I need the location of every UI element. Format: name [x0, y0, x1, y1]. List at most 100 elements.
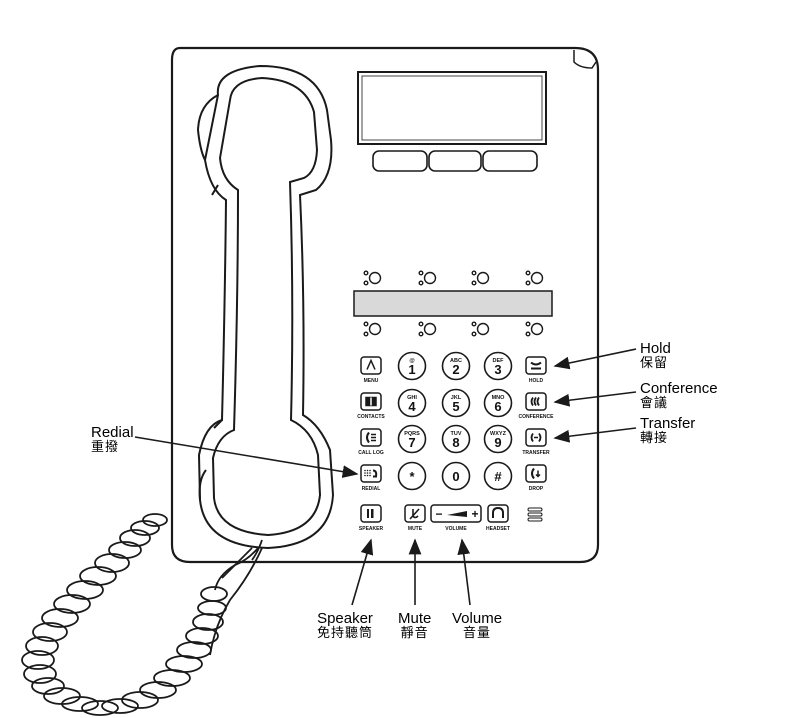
keypad-digit-0: 0 — [452, 469, 459, 484]
contacts-icon — [365, 396, 377, 407]
volume-plus: + — [471, 507, 478, 521]
callout-hold-zh: 保留 — [640, 355, 669, 371]
speaker-icon — [367, 509, 374, 518]
line-label-strip — [353, 290, 553, 317]
keypad-digit-4: 4 — [408, 399, 416, 414]
keypad-digit-1: 1 — [408, 362, 415, 377]
keypad-digit-8: 8 — [452, 435, 459, 450]
volume-minus: − — [435, 507, 442, 521]
softkey-1[interactable] — [372, 150, 428, 172]
handset-cord — [21, 513, 263, 716]
hold-arrow — [553, 348, 637, 370]
callout-transfer-zh: 轉接 — [640, 430, 669, 446]
headset-button[interactable] — [487, 504, 509, 523]
keypad-key-1[interactable]: @1 — [397, 351, 427, 381]
keypad-letters-8: TUV — [451, 431, 462, 437]
drop-icon — [531, 467, 541, 480]
conference-arrow — [553, 391, 637, 407]
conference-label: CONFERENCE — [518, 414, 554, 420]
keypad-letters-7: PQRS — [404, 431, 420, 437]
callout-volume: Volume 音量 — [452, 611, 502, 640]
keypad-digit-6: 6 — [494, 399, 501, 414]
callout-lines — [134, 348, 637, 606]
mute-icon — [409, 508, 420, 520]
transfer-button[interactable] — [525, 428, 547, 447]
callout-speaker-zh: 免持聽筒 — [317, 625, 374, 641]
mute-label: MUTE — [408, 526, 423, 532]
callout-volume-zh: 音量 — [463, 625, 492, 641]
callout-speaker-en: Speaker — [317, 610, 373, 627]
keypad-letters-5: JKL — [451, 395, 462, 401]
keypad-digit-7: 7 — [408, 435, 415, 450]
speaker-button[interactable] — [360, 504, 382, 523]
drop-label: DROP — [529, 486, 544, 492]
callout-mute: Mute 靜音 — [398, 611, 431, 640]
speaker-label: SPEAKER — [359, 526, 384, 532]
mute-button[interactable] — [404, 504, 426, 523]
keypad-letters-6: MNO — [492, 395, 506, 401]
callout-redial-en: Redial — [91, 424, 134, 441]
menu-button[interactable] — [360, 356, 382, 375]
keypad-letters-1: @ — [409, 358, 415, 364]
callout-conference-en: Conference — [640, 380, 718, 397]
call-log-button[interactable] — [360, 428, 382, 447]
hold-label: HOLD — [529, 378, 544, 384]
softkey-2[interactable] — [428, 150, 482, 172]
phone-corner-fold — [573, 50, 597, 69]
callout-speaker: Speaker 免持聽筒 — [317, 611, 373, 640]
softkey-3[interactable] — [482, 150, 538, 172]
volume-rocker[interactable]: − + — [430, 504, 482, 523]
call-log-label: CALL LOG — [358, 450, 384, 456]
volume-arrow — [457, 538, 471, 606]
line-buttons-top[interactable] — [363, 270, 544, 286]
headset-icon — [492, 506, 504, 518]
headset-label: HEADSET — [486, 526, 510, 532]
callout-mute-zh: 靜音 — [400, 625, 429, 641]
transfer-arrow — [553, 427, 637, 443]
keypad-letters-9: WXYZ — [490, 431, 507, 437]
keypad-digit-pound: # — [494, 469, 502, 484]
speaker-arrow — [351, 538, 374, 606]
callout-transfer: Transfer 轉接 — [640, 416, 695, 445]
callout-mute-en: Mute — [398, 610, 432, 627]
callout-redial-zh: 重撥 — [91, 439, 120, 455]
menu-icon — [366, 358, 376, 370]
keypad-digit-star: * — [409, 469, 415, 484]
transfer-label: TRANSFER — [522, 450, 550, 456]
transfer-icon — [530, 432, 542, 443]
keypad-key-0[interactable]: 0 — [441, 461, 471, 491]
keypad-key-pound[interactable]: # — [483, 461, 513, 491]
keypad-letters-2: ABC — [450, 358, 462, 364]
top-display — [357, 71, 547, 145]
callout-conference: Conference 會議 — [640, 381, 718, 410]
redial-label: REDIAL — [362, 486, 381, 492]
line-buttons-bottom[interactable] — [363, 321, 544, 337]
redial-icon — [364, 469, 378, 478]
keypad-digit-2: 2 — [452, 362, 459, 377]
contacts-button[interactable] — [360, 392, 382, 411]
volume-label: VOLUME — [445, 526, 467, 532]
hold-icon — [530, 361, 542, 370]
drop-button[interactable] — [525, 464, 547, 483]
callout-hold-en: Hold — [640, 340, 671, 357]
keypad-digit-9: 9 — [494, 435, 501, 450]
volume-wedge-icon — [447, 511, 467, 517]
callout-transfer-en: Transfer — [640, 415, 696, 432]
conference-button[interactable] — [525, 392, 547, 411]
speaker-grille — [527, 507, 543, 522]
handset — [196, 64, 335, 550]
callout-hold: Hold 保留 — [640, 341, 671, 370]
redial-button[interactable] — [360, 464, 382, 483]
keypad-digit-3: 3 — [494, 362, 501, 377]
hold-button[interactable] — [525, 356, 547, 375]
keypad-key-star[interactable]: * — [397, 461, 427, 491]
